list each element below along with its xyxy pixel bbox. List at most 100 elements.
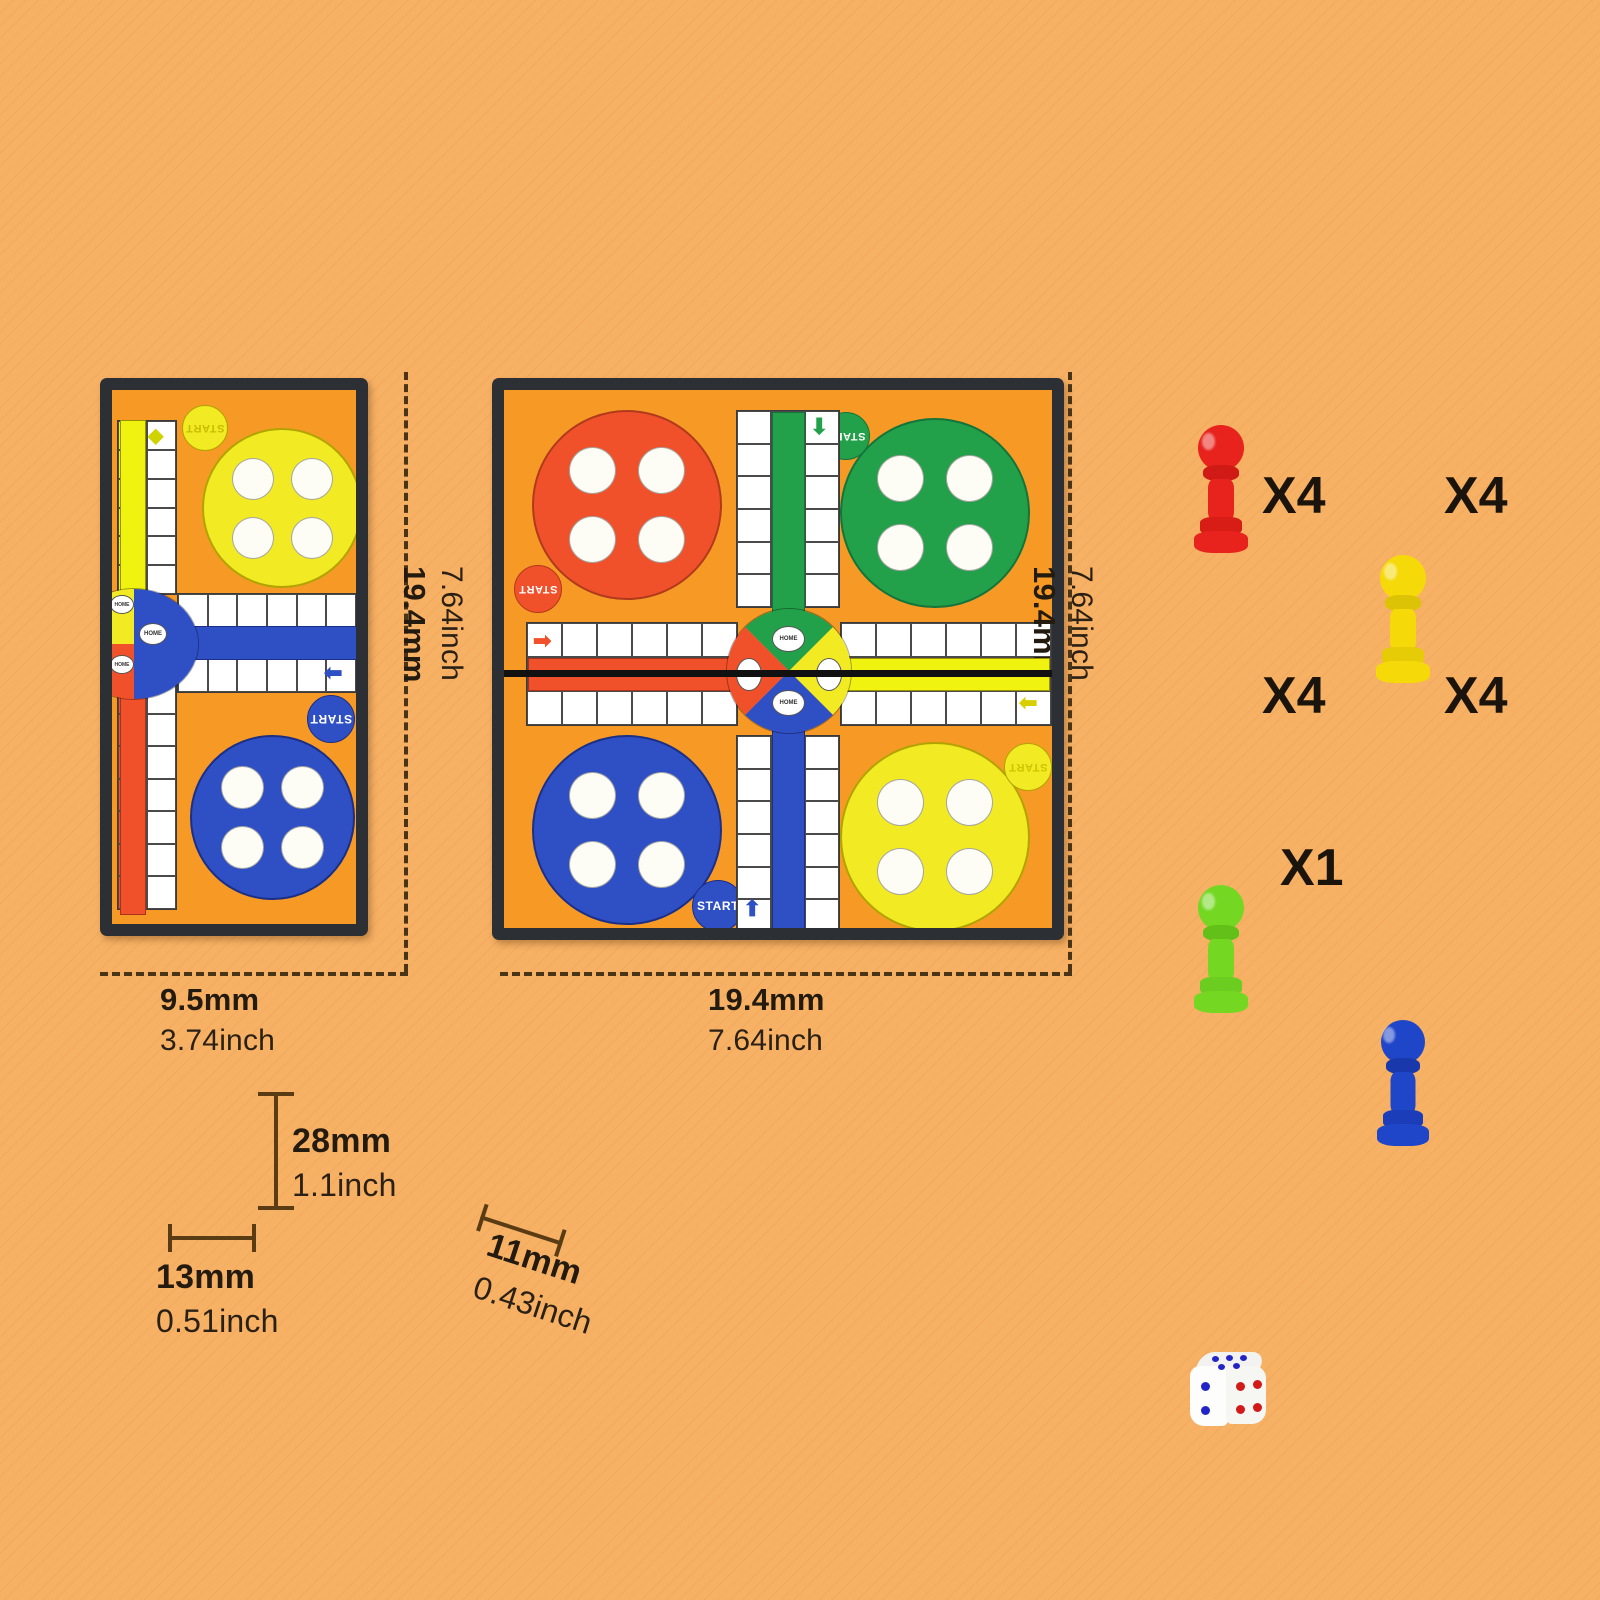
pawn-head bbox=[1380, 555, 1426, 601]
track-cell bbox=[237, 659, 267, 692]
track-cell bbox=[911, 623, 946, 657]
pawn-green bbox=[1190, 885, 1252, 1015]
yard-slot bbox=[569, 841, 616, 888]
die-count: X1 bbox=[1280, 839, 1344, 897]
folded-yellow-home-path bbox=[120, 420, 146, 598]
track-cell bbox=[527, 691, 562, 725]
yard-slot bbox=[877, 779, 924, 826]
yard-slot bbox=[231, 457, 274, 500]
open-blue-arrow-icon: ⬆ bbox=[743, 896, 762, 921]
open-green-arrow-icon: ⬇ bbox=[810, 414, 829, 439]
track-cell bbox=[326, 594, 356, 627]
pawn-base bbox=[1200, 517, 1242, 535]
yard-slot bbox=[231, 516, 274, 559]
pawn-width-tick-right bbox=[252, 1224, 256, 1252]
track-cell bbox=[737, 443, 771, 477]
rosette-quadrant-blue-bottom bbox=[134, 644, 198, 699]
die-pip bbox=[1218, 1364, 1225, 1370]
folded-yellow-arrow-icon: ◆ bbox=[148, 425, 164, 447]
die-pip bbox=[1212, 1356, 1219, 1362]
track-cell bbox=[737, 574, 771, 607]
track-cell bbox=[737, 801, 771, 834]
yard-slot bbox=[569, 772, 616, 819]
open-width-labels: 19.4mm 7.64inch bbox=[708, 982, 825, 1058]
pawn-base bbox=[1382, 647, 1424, 665]
die-pip bbox=[1253, 1380, 1262, 1389]
pawn-neck bbox=[1386, 1058, 1420, 1074]
die-pip bbox=[1236, 1405, 1245, 1414]
open-red-arrow-icon: ➡ bbox=[533, 628, 552, 653]
pawn-width-bar bbox=[168, 1236, 256, 1240]
track-cell bbox=[1016, 623, 1051, 657]
die-size-labels: 11mm 0.43inch bbox=[469, 1226, 611, 1342]
pawn-foot bbox=[1377, 1124, 1429, 1146]
track-cell bbox=[147, 478, 176, 508]
track-cell bbox=[737, 768, 771, 802]
pawn-height-inch: 1.1inch bbox=[292, 1167, 397, 1203]
track-cell bbox=[805, 899, 839, 928]
pawn-foot bbox=[1194, 991, 1248, 1013]
yard-slot bbox=[946, 779, 993, 826]
track-cell bbox=[1016, 691, 1051, 725]
die-pip bbox=[1226, 1355, 1233, 1361]
track-cell bbox=[737, 411, 771, 444]
board-hinge-line bbox=[504, 670, 1052, 677]
track-cell bbox=[632, 623, 667, 657]
die-pip bbox=[1201, 1406, 1210, 1415]
pawn-red-count: X4 bbox=[1262, 467, 1326, 525]
folded-height-mm-wrap: 19.4mm bbox=[396, 566, 432, 683]
open-home-dot-top: HOME bbox=[772, 626, 805, 652]
folded-yellow-yard bbox=[202, 428, 356, 588]
track-cell bbox=[805, 736, 839, 769]
pawn-foot bbox=[1194, 531, 1248, 553]
track-cell bbox=[296, 594, 327, 627]
track-cell bbox=[632, 691, 667, 725]
track-cell bbox=[737, 541, 771, 575]
track-cell bbox=[266, 594, 297, 627]
track-cell bbox=[737, 834, 771, 867]
track-cell bbox=[911, 691, 946, 725]
dash-guide-open-bottom bbox=[500, 972, 1072, 976]
open-start-badge-yellow: START bbox=[1004, 743, 1052, 791]
open-start-badge-red: START bbox=[514, 565, 562, 613]
track-cell bbox=[147, 778, 176, 812]
open-width-mm: 19.4mm bbox=[708, 982, 825, 1017]
track-cell bbox=[296, 659, 327, 692]
die-pip bbox=[1240, 1355, 1247, 1361]
pawn-base bbox=[1200, 977, 1242, 995]
pawn-yellow bbox=[1372, 555, 1434, 685]
pawn-highlight bbox=[1202, 433, 1215, 450]
yard-slot bbox=[281, 765, 325, 809]
yard-slot bbox=[220, 765, 264, 809]
dash-guide-folded-right bbox=[404, 372, 408, 972]
pawn-neck bbox=[1385, 595, 1421, 611]
pawn-head bbox=[1198, 885, 1244, 931]
yard-slot bbox=[569, 516, 616, 563]
yard-slot bbox=[638, 772, 685, 819]
folded-blue-arrow-icon: ⬅ bbox=[324, 660, 343, 685]
pawn-width-mm: 13mm bbox=[156, 1258, 256, 1296]
pawn-yellow-count: X4 bbox=[1444, 467, 1508, 525]
track-cell bbox=[597, 691, 632, 725]
open-yellow-yard bbox=[840, 742, 1030, 928]
track-cell bbox=[737, 866, 771, 900]
track-cell bbox=[805, 476, 839, 509]
open-width-inch: 7.64inch bbox=[708, 1024, 824, 1057]
open-board-face: START START START START bbox=[504, 390, 1052, 928]
yard-slot bbox=[946, 455, 993, 502]
yard-slot bbox=[946, 524, 993, 571]
open-red-yard bbox=[532, 410, 722, 600]
track-cell bbox=[946, 623, 981, 657]
die-pip bbox=[1253, 1403, 1262, 1412]
yard-slot bbox=[946, 848, 993, 895]
pawn-width-tick-left bbox=[168, 1224, 172, 1252]
folded-height-inch: 7.64inch bbox=[435, 566, 468, 682]
track-cell bbox=[667, 691, 702, 725]
pawn-green-count: X4 bbox=[1262, 667, 1326, 725]
open-height-inch: 7.64inch bbox=[1065, 566, 1098, 682]
die-face-right bbox=[1226, 1366, 1266, 1424]
track-cell bbox=[266, 659, 297, 692]
folded-board-face: ◆ START bbox=[112, 390, 356, 924]
pawn-body bbox=[1208, 479, 1234, 521]
die-pip bbox=[1201, 1382, 1210, 1391]
